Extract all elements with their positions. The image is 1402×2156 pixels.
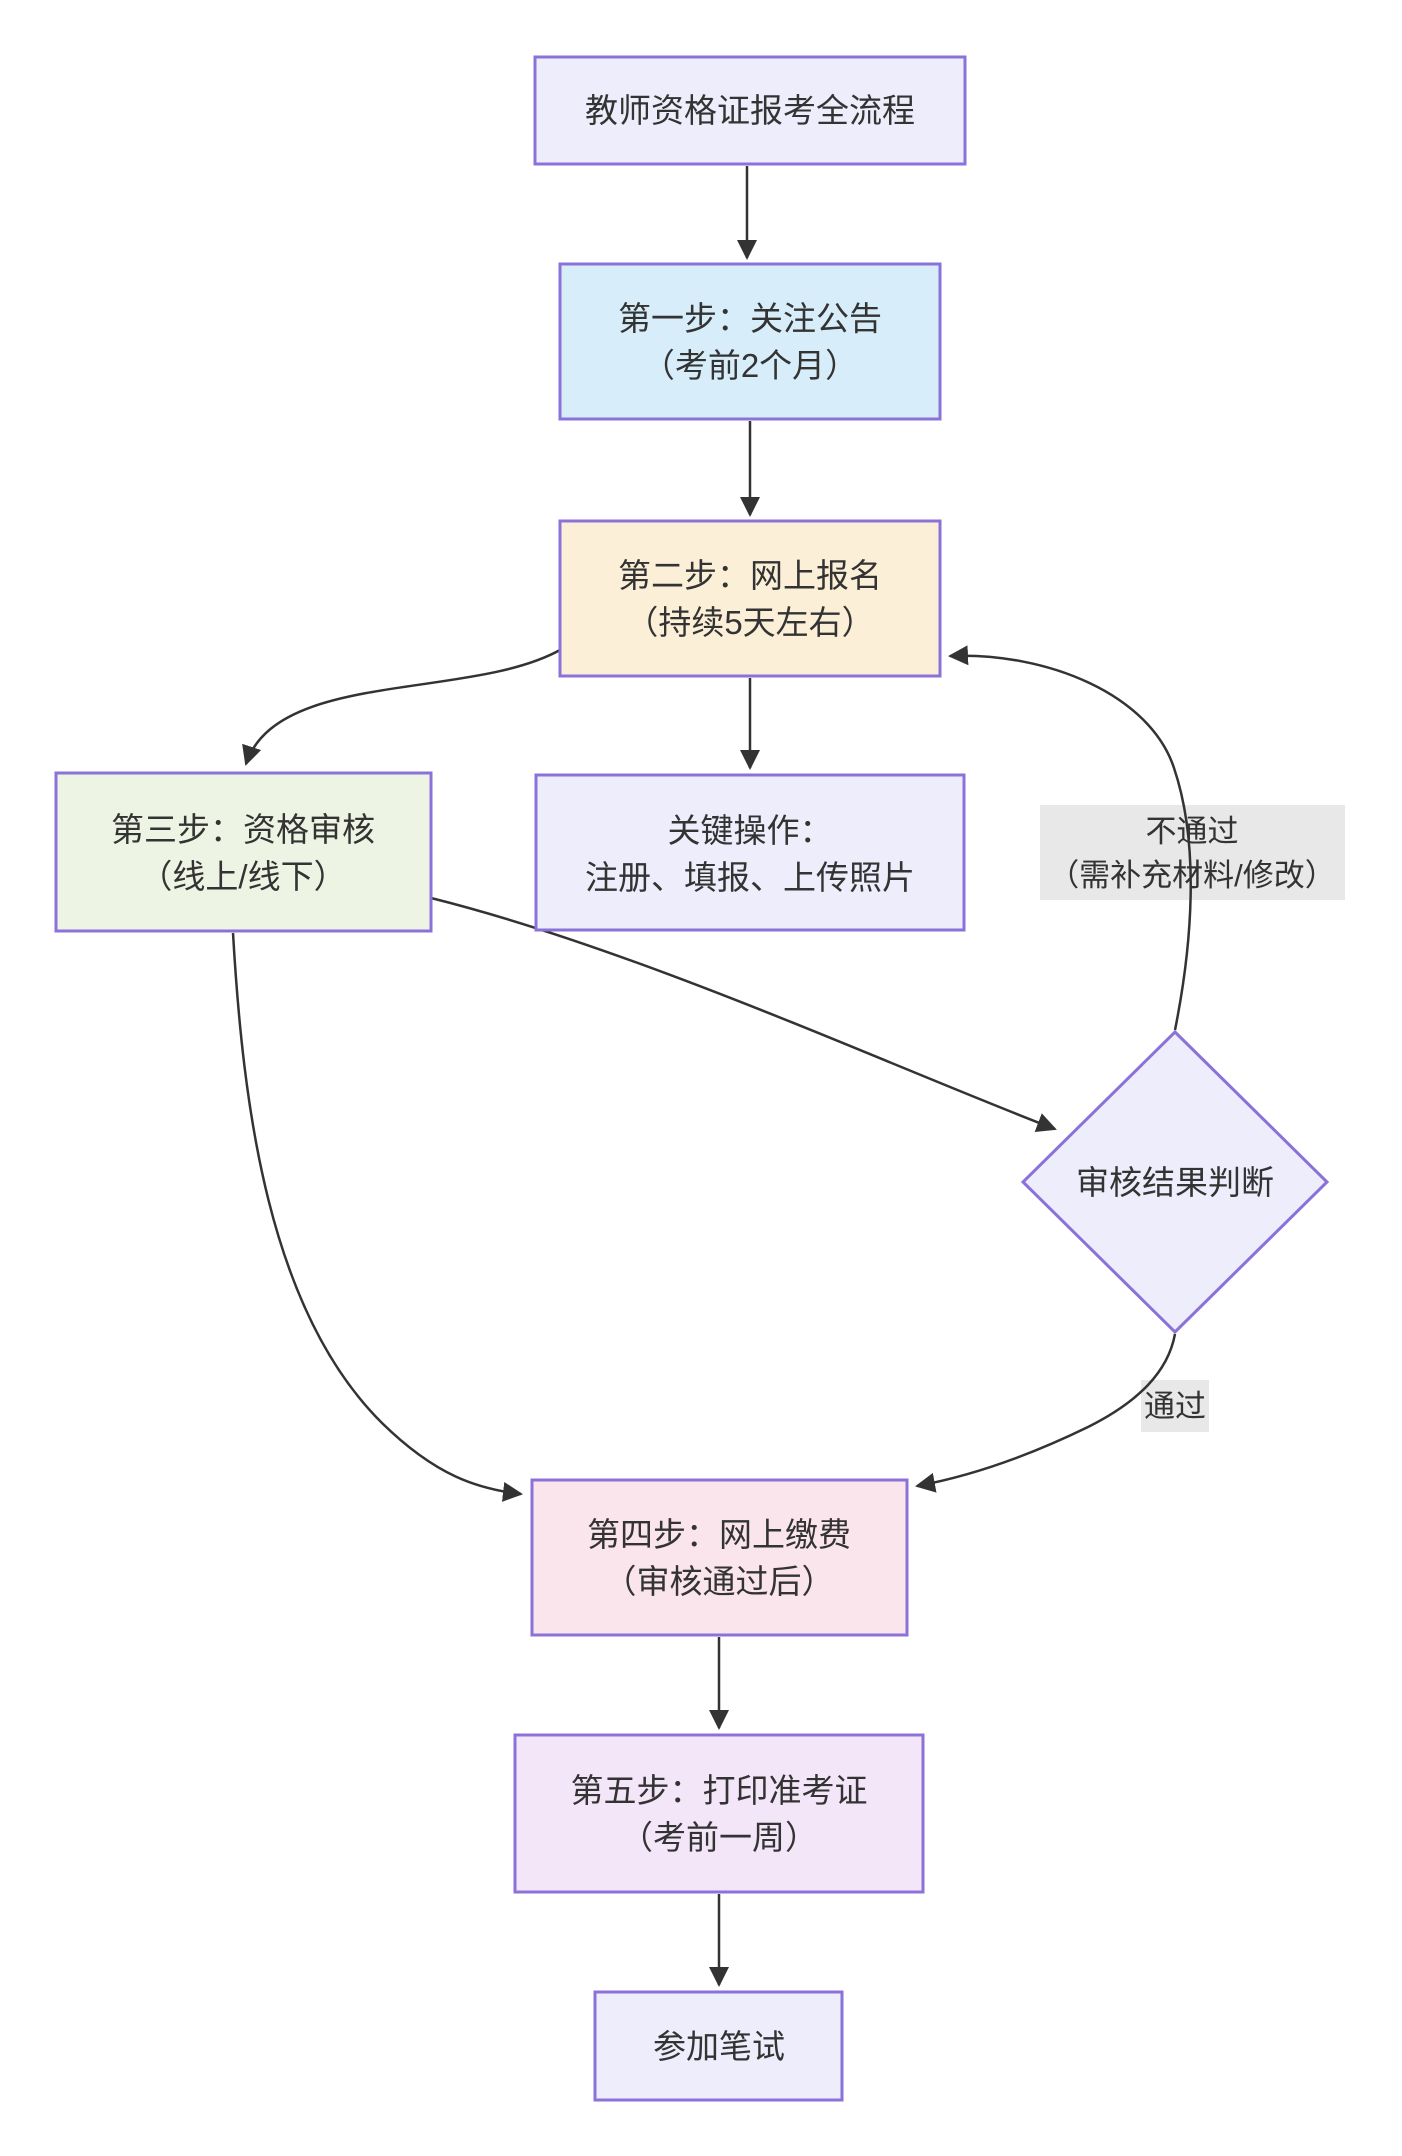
- edge-label-pass-bg: [1141, 1380, 1209, 1432]
- node-title-text: 教师资格证报考全流程: [585, 92, 915, 129]
- node-step5: 第五步：打印准考证 （考前一周）: [513, 1733, 925, 1894]
- edge-label-pass: 通过: [1144, 1389, 1206, 1424]
- edge-decision-fail-to-step2: [948, 645, 1192, 1031]
- node-step1-line2: （考前2个月）: [642, 347, 858, 384]
- node-step4-line1: 第四步：网上缴费: [587, 1516, 851, 1553]
- node-step2-line2: （持续5天左右）: [625, 604, 874, 641]
- node-step5-box: [513, 1733, 925, 1894]
- edge-step3-to-decision: [430, 896, 1057, 1132]
- node-step1-line1: 第一步：关注公告: [618, 300, 882, 337]
- edge-label-fail-line1: 不通过: [1146, 814, 1239, 849]
- node-step3-box: [54, 771, 433, 933]
- node-final: 参加笔试: [593, 1990, 844, 2102]
- node-step3: 第三步：资格审核 （线上/线下）: [54, 771, 433, 933]
- node-step3-line2: （线上/线下）: [139, 858, 346, 895]
- node-step2-line1: 第二步：网上报名: [618, 557, 882, 594]
- edge-decision-pass-to-step4: [915, 1333, 1177, 1493]
- node-decision: 审核结果判断: [1020, 1029, 1330, 1335]
- node-step1-box: [558, 262, 942, 421]
- edge-label-fail-bg: [1040, 805, 1345, 900]
- node-key-ops-box: [534, 773, 966, 932]
- node-step4: 第四步：网上缴费 （审核通过后）: [530, 1478, 909, 1637]
- node-key-ops-line1: 关键操作：: [668, 812, 833, 849]
- node-key-ops: 关键操作： 注册、填报、上传照片: [534, 773, 966, 932]
- node-step4-line2: （审核通过后）: [604, 1563, 835, 1600]
- node-step4-box: [530, 1478, 909, 1637]
- edge-label-pass-text: 通过: [1144, 1389, 1206, 1424]
- edge-label-fail: 不通过 （需补充材料/修改）: [1048, 814, 1336, 893]
- edge-step2-to-step3: [242, 648, 561, 766]
- edge-step3-to-step4: [231, 932, 523, 1502]
- node-key-ops-line2: 注册、填报、上传照片: [585, 859, 915, 896]
- edge-label-fail-line2: （需补充材料/修改）: [1048, 858, 1336, 893]
- node-step2: 第二步：网上报名 （持续5天左右）: [558, 519, 942, 678]
- node-decision-text: 审核结果判断: [1076, 1164, 1274, 1201]
- node-final-box: [593, 1990, 844, 2102]
- node-title-box: [533, 55, 967, 166]
- node-decision-diamond: [1020, 1029, 1330, 1335]
- node-step2-box: [558, 519, 942, 678]
- node-title: 教师资格证报考全流程: [533, 55, 967, 166]
- node-final-text: 参加笔试: [653, 2028, 785, 2065]
- node-step3-line1: 第三步：资格审核: [111, 811, 375, 848]
- node-step1: 第一步：关注公告 （考前2个月）: [558, 262, 942, 421]
- node-step5-line1: 第五步：打印准考证: [571, 1772, 868, 1809]
- node-step5-line2: （考前一周）: [620, 1819, 818, 1856]
